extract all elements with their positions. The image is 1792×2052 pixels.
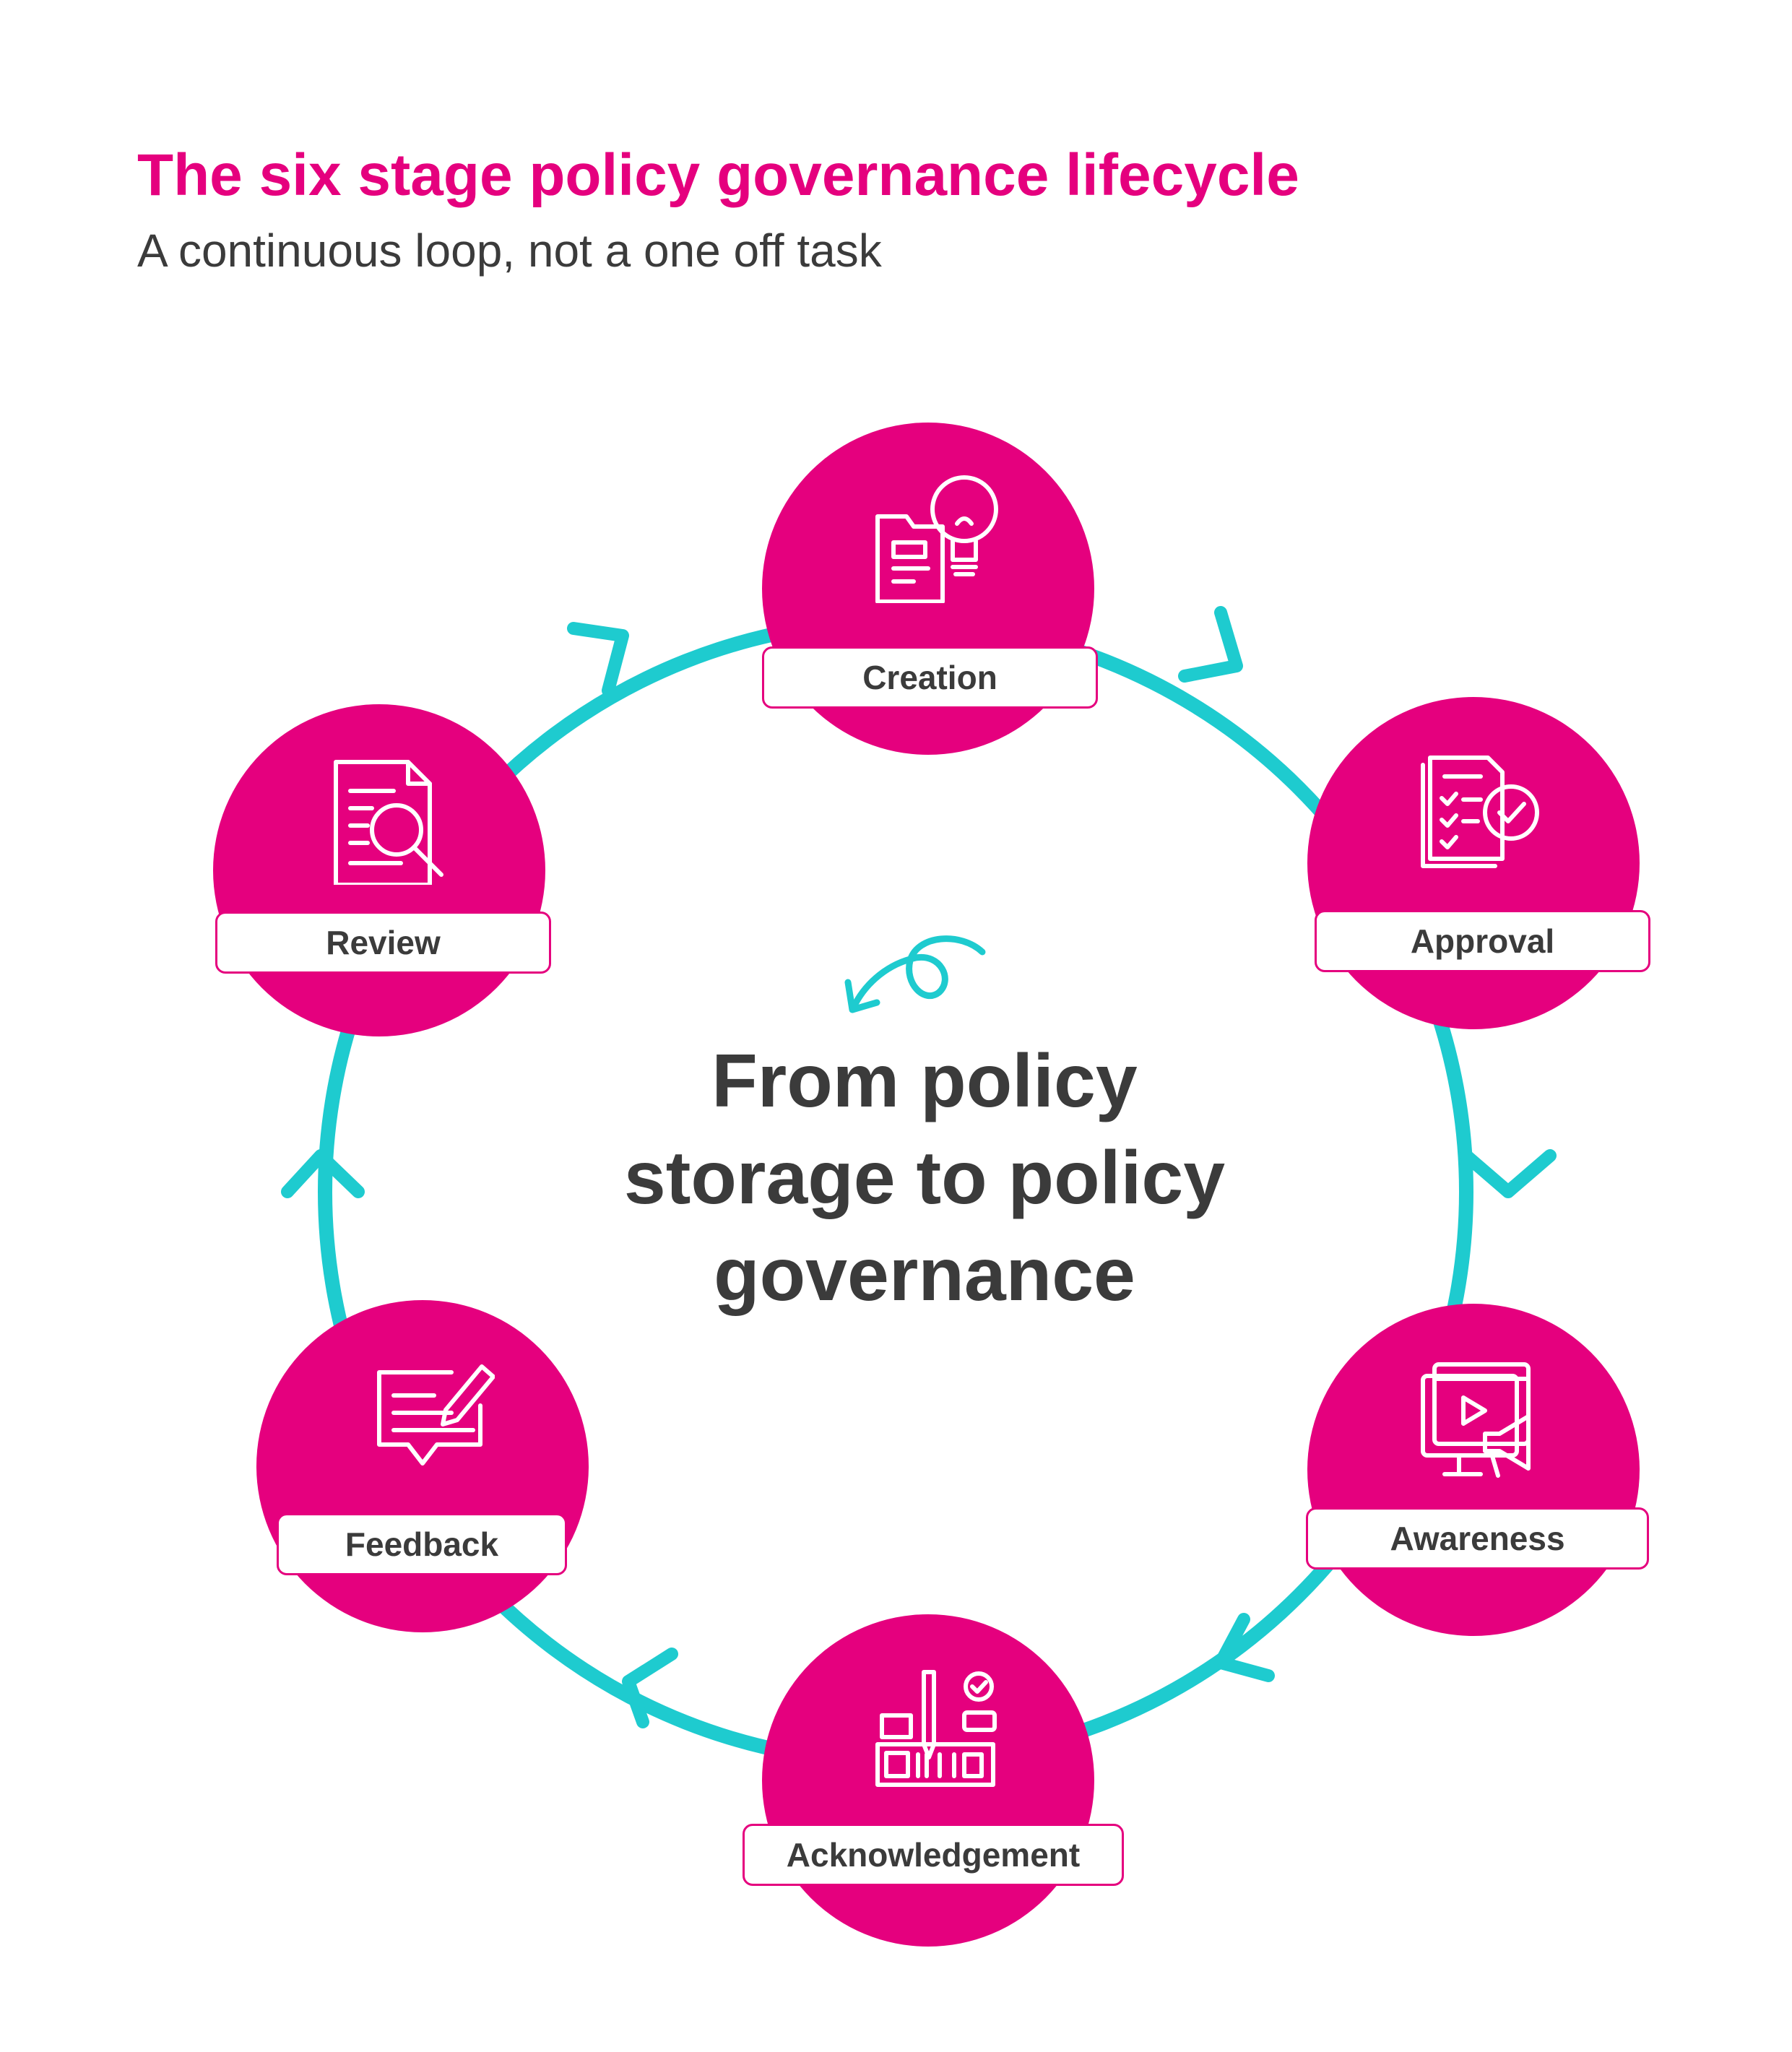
stage-acknowledgement [762,1614,1094,1947]
speech-bubble-edit-icon [377,1364,495,1466]
arrow-ack-feedback [622,1648,678,1728]
label-feedback: Feedback [277,1513,567,1575]
arrow-review-creation [567,622,629,697]
page-title: The six stage policy governance lifecycl… [137,142,1299,208]
arrow-awareness-ack [1214,1613,1275,1682]
label-acknowledgement: Acknowledgement [743,1824,1124,1886]
center-line-1: From policy [711,1039,1138,1123]
monitor-megaphone-icon [1421,1362,1531,1478]
label-approval: Approval [1315,910,1650,972]
swirl-arrow-icon [844,935,986,1013]
stage-feedback [256,1300,589,1632]
label-creation: Creation [762,646,1098,709]
label-review: Review [215,912,551,974]
document-magnifier-icon [334,760,443,885]
label-awareness: Awareness [1306,1507,1649,1570]
stage-awareness [1307,1304,1640,1636]
arrow-approval-awareness [1460,1149,1557,1198]
signing-pen-icon [875,1670,997,1787]
center-statement: From policy storage to policy governance [549,1033,1300,1323]
checklist-approved-icon [1421,756,1539,868]
page-subtitle: A continuous loop, not a one off task [137,225,882,277]
center-line-2: storage to policy [623,1136,1226,1220]
folder-lightbulb-icon [875,475,998,603]
arrow-feedback-review [281,1149,365,1198]
center-line-3: governance [714,1233,1135,1317]
stage-approval [1307,697,1640,1029]
stage-review [213,704,545,1036]
arrow-creation-approval [1178,606,1243,683]
